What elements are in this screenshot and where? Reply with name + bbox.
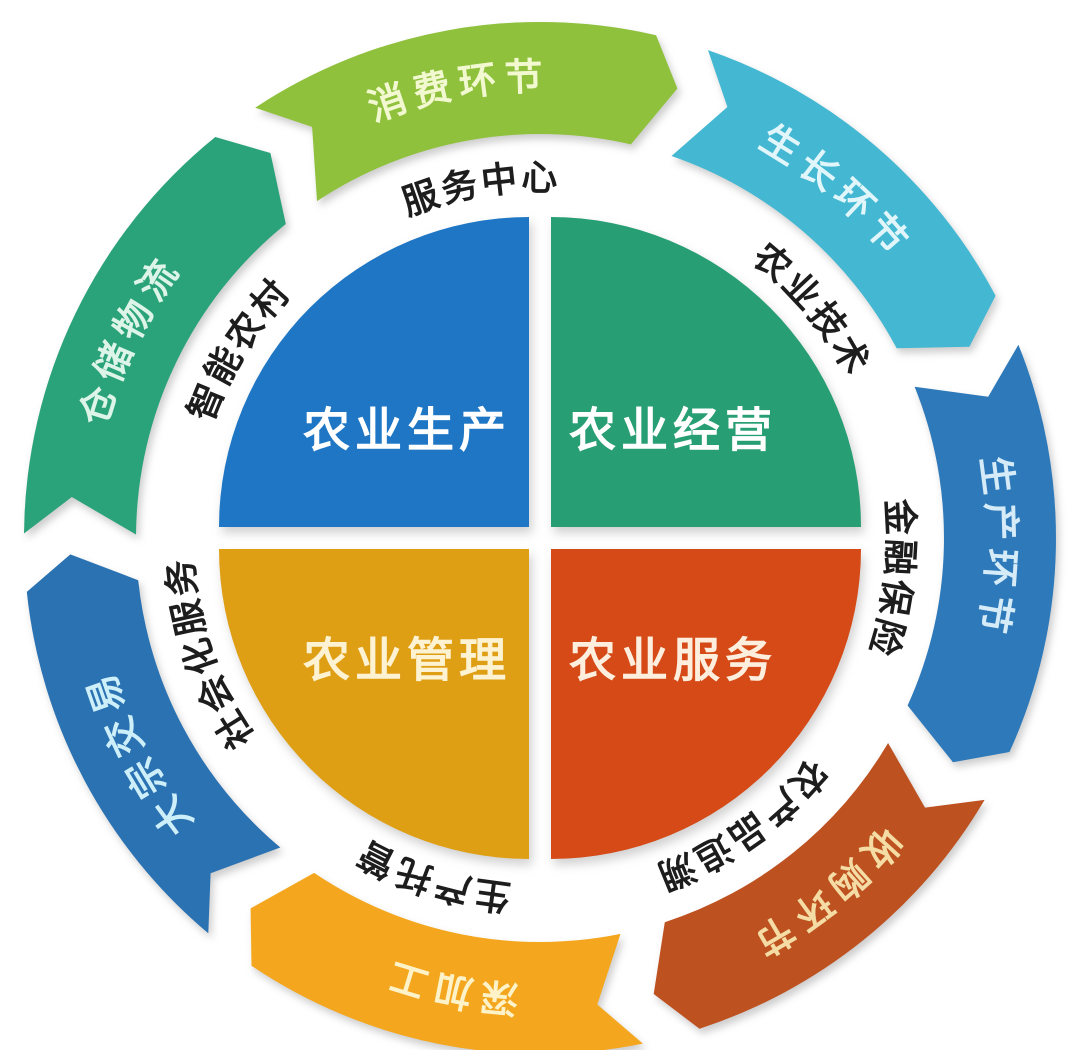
quadrant-label-agriculture-service: 农业服务 <box>569 634 777 689</box>
arc-purchase-stage <box>653 743 985 1029</box>
quadrant-agriculture-production <box>219 217 529 527</box>
arc-deep-processing <box>250 872 643 1050</box>
middle-label-service-center: 服务中心 <box>397 158 560 224</box>
arc-warehousing-logistics <box>24 137 286 535</box>
quadrant-agriculture-operation <box>551 217 861 527</box>
quadrant-agriculture-service <box>551 549 861 859</box>
middle-label-finance-insurance: 金融保险 <box>860 497 921 663</box>
quadrant-label-agriculture-production: 农业生产 <box>303 404 511 459</box>
arc-consumption-stage <box>255 21 678 202</box>
quadrant-label-agriculture-management: 农业管理 <box>303 634 511 689</box>
arc-bulk-trading <box>26 554 281 934</box>
arc-growth-stage <box>671 50 996 349</box>
quadrant-agriculture-management <box>219 549 529 859</box>
arc-production-stage <box>907 344 1056 763</box>
quadrant-label-agriculture-operation: 农业经营 <box>569 404 777 459</box>
